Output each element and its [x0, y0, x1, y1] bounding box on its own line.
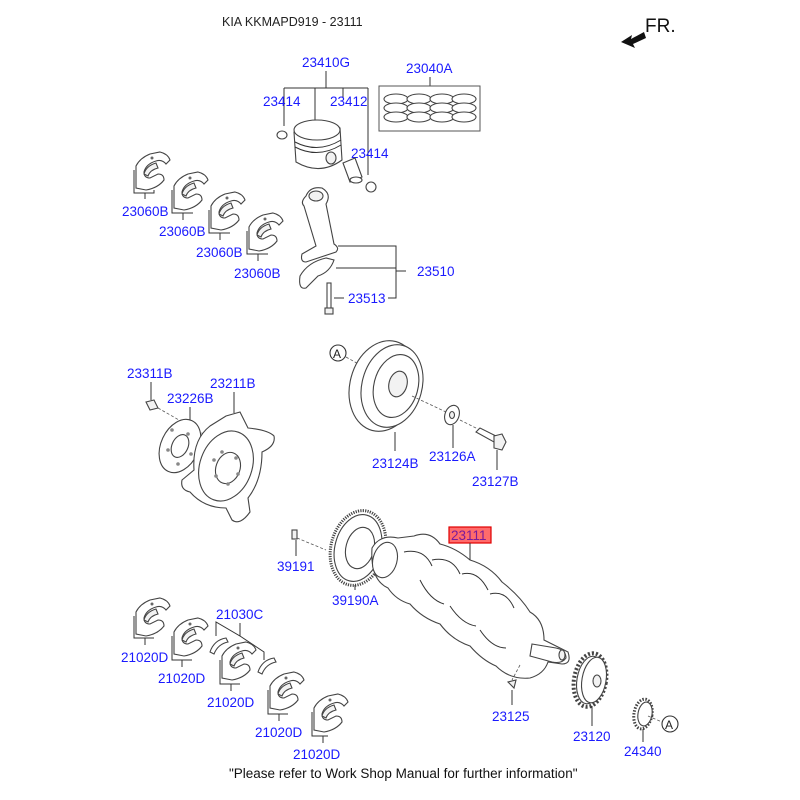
part-label-23211B[interactable]: 23211B [210, 376, 256, 391]
crank-key-shape [506, 679, 517, 690]
connecting-rod-group[interactable]: 23510 23513 [299, 187, 455, 315]
piston-pin-shape [342, 157, 363, 183]
snap-ring-left-shape [276, 130, 288, 140]
part-label-21020D-5[interactable]: 21020D [293, 747, 341, 762]
crankshaft-group[interactable]: 23111 [369, 526, 570, 681]
part-label-23060B-1[interactable]: 23060B [122, 204, 169, 219]
part-label-23126A[interactable]: 23126A [429, 449, 476, 464]
conrod-bolt-shape [326, 282, 332, 312]
damper-pulley-group[interactable]: A 23124B 23126A 23127B [329, 333, 519, 489]
part-label-23124B[interactable]: 23124B [372, 456, 419, 471]
ring-gear-pin-shape [291, 529, 298, 540]
part-label-23127B[interactable]: 23127B [472, 474, 519, 489]
part-label-23311B[interactable]: 23311B [127, 366, 173, 381]
conrod-bearing-group[interactable]: 23060B 23060B 23060B 23060B [122, 151, 284, 281]
drive-plate-group[interactable]: 23311B 23226B 23211B [127, 366, 275, 523]
part-label-23060B-4[interactable]: 23060B [234, 266, 281, 281]
part-label-21020D-3[interactable]: 21020D [207, 695, 255, 710]
part-label-21020D-1[interactable]: 21020D [121, 650, 169, 665]
front-arrow-icon [621, 32, 646, 48]
part-label-23410G[interactable]: 23410G [302, 55, 350, 70]
reference-marker-a-bottom-label: A [665, 718, 673, 732]
reference-marker-a-top-label: A [333, 347, 341, 361]
piston-group[interactable]: 23410G 23414 23412 23414 [263, 55, 389, 193]
part-label-23414-right[interactable]: 23414 [351, 146, 389, 161]
front-label: FR. [645, 16, 676, 37]
part-label-23412[interactable]: 23412 [330, 94, 368, 109]
thrust-washer-right-shape [257, 657, 277, 675]
pulley-bolt-shape [475, 427, 497, 443]
front-end-group[interactable]: 23125 23120 A 24340 [492, 651, 679, 759]
page-title: KIA KKMAPD919 - 23111 [222, 15, 363, 29]
ring-stack [383, 93, 477, 123]
part-label-23060B-3[interactable]: 23060B [196, 245, 243, 260]
part-label-23125[interactable]: 23125 [492, 709, 530, 724]
part-label-23040A[interactable]: 23040A [406, 61, 453, 76]
footer-note: "Please refer to Work Shop Manual for fu… [229, 766, 578, 781]
part-label-21030C[interactable]: 21030C [216, 607, 264, 622]
part-label-39190A[interactable]: 39190A [332, 593, 379, 608]
piston-ring-group[interactable]: 23040A [378, 61, 481, 132]
part-label-24340[interactable]: 24340 [624, 744, 662, 759]
part-label-21020D-2[interactable]: 21020D [158, 671, 206, 686]
front-direction-indicator: FR. [621, 16, 676, 48]
part-label-23510[interactable]: 23510 [417, 264, 455, 279]
part-label-23226B[interactable]: 23226B [167, 391, 214, 406]
main-bearing-group[interactable]: 21020D 21020D 21030C 21020D 21020D 21020… [121, 597, 349, 762]
part-label-23513[interactable]: 23513 [348, 291, 386, 306]
thrust-washer-left-shape [209, 637, 229, 655]
part-label-39191[interactable]: 39191 [277, 559, 315, 574]
part-label-23414-left[interactable]: 23414 [263, 94, 301, 109]
connecting-rod-shape [300, 187, 339, 263]
reference-marker-a-bottom [661, 715, 679, 733]
part-label-23060B-2[interactable]: 23060B [159, 224, 206, 239]
drive-plate-bolt-shape [145, 399, 159, 411]
crankshaft-shape [371, 533, 570, 679]
reference-marker-a-top [329, 344, 347, 362]
part-label-21020D-4[interactable]: 21020D [255, 725, 303, 740]
snap-ring-right-shape [365, 181, 377, 193]
part-label-23111[interactable]: 23111 [451, 528, 487, 543]
part-label-23120[interactable]: 23120 [573, 729, 611, 744]
